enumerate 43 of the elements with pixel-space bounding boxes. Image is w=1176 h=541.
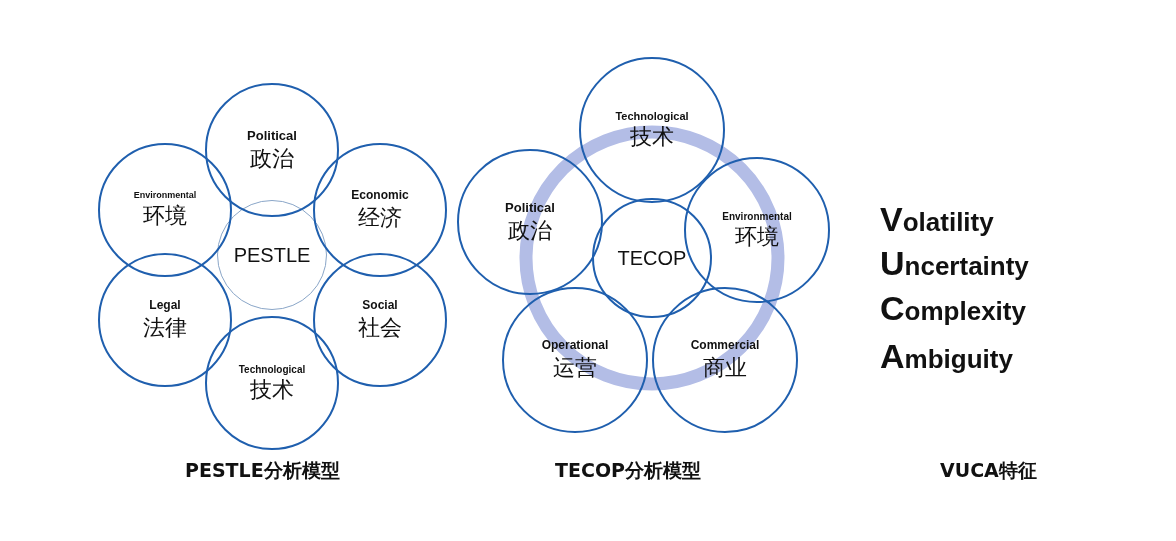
term-label: Ambiguity	[880, 337, 1013, 376]
english-label: Environmental	[722, 209, 792, 223]
chinese-label: 商业	[703, 354, 747, 382]
english-label: Environmental	[133, 190, 197, 203]
english-label: Legal	[149, 298, 181, 315]
english-label: Political	[505, 199, 555, 217]
english-label: Economic	[351, 188, 409, 205]
caption: PESTLE分析模型	[185, 458, 340, 483]
term-label: Complexity	[880, 289, 1026, 328]
circle-node	[579, 57, 725, 203]
chinese-label: 社会	[358, 314, 402, 342]
english-label: Commercial	[690, 338, 760, 355]
circle-node	[313, 253, 447, 387]
circle-node	[98, 253, 232, 387]
english-label: Operational	[541, 338, 609, 355]
circle-node	[205, 316, 339, 450]
center-label: PESTLE	[233, 243, 311, 267]
english-label: Social	[362, 298, 398, 315]
chinese-label: 政治	[508, 216, 552, 245]
chinese-label: 环境	[735, 222, 779, 251]
term-label: Volatility	[880, 200, 994, 239]
term-label: Uncertainty	[880, 244, 1029, 283]
caption: VUCA特征	[940, 458, 1037, 483]
center-label: TECOP	[617, 246, 687, 270]
english-label: Political	[247, 127, 297, 145]
circle-node	[502, 287, 648, 433]
circle-node	[652, 287, 798, 433]
chinese-label: 运营	[553, 354, 597, 382]
circle-node	[592, 198, 712, 318]
circle-node	[684, 157, 830, 303]
circle-node	[205, 83, 339, 217]
chinese-label: 技术	[630, 123, 674, 151]
caption: TECOP分析模型	[555, 458, 701, 483]
circle-node	[98, 143, 232, 277]
chinese-label: 环境	[143, 202, 187, 230]
chinese-label: 法律	[143, 314, 187, 342]
circle-node	[457, 149, 603, 295]
chinese-label: 经济	[358, 204, 402, 232]
circle-node	[313, 143, 447, 277]
chinese-label: 政治	[250, 144, 294, 173]
english-label: Technological	[615, 109, 689, 124]
english-label: Technological	[238, 362, 306, 376]
chinese-label: 技术	[250, 375, 294, 404]
